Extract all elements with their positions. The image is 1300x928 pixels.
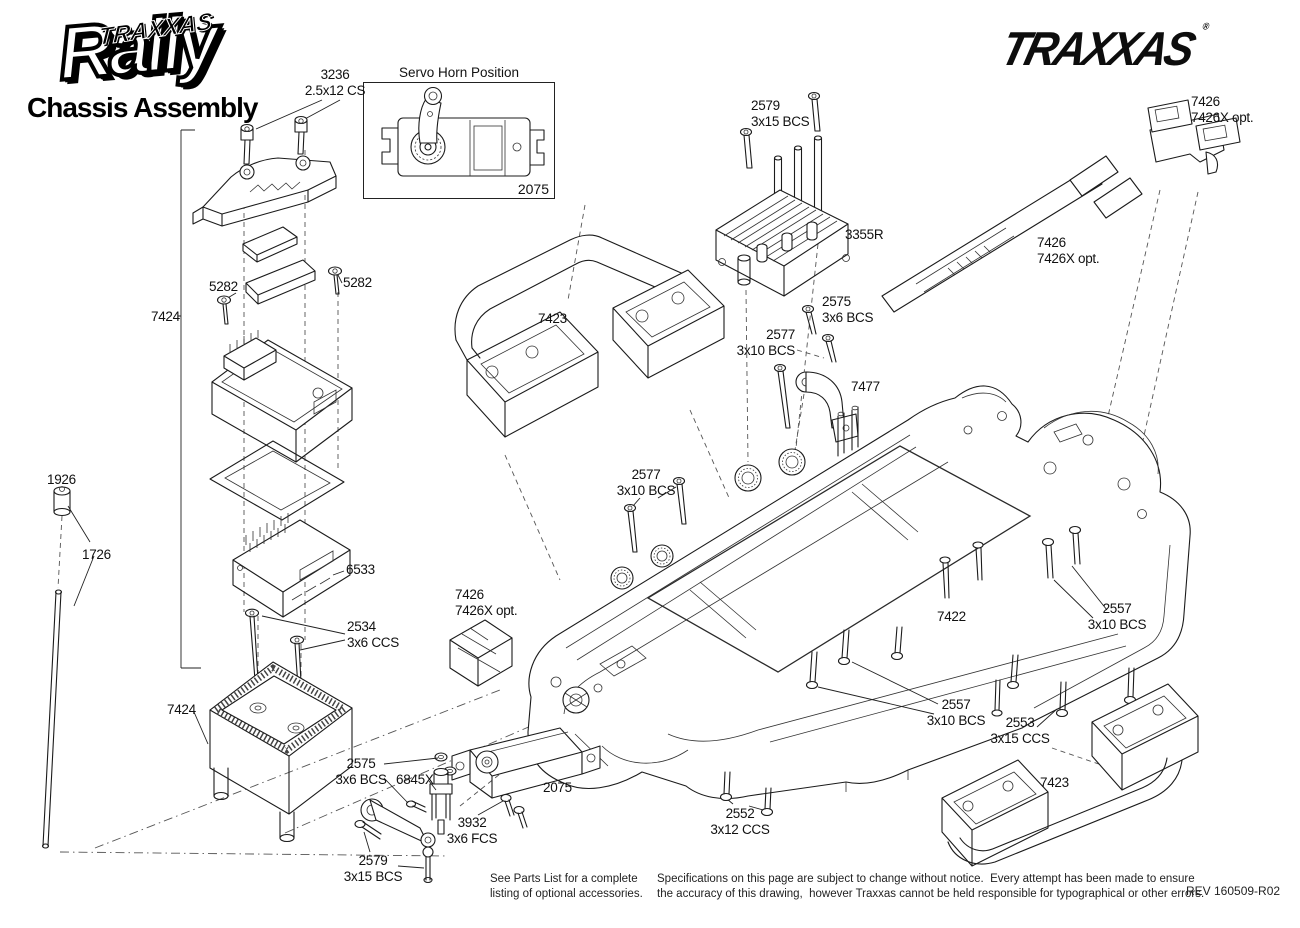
seal-ring: [209, 440, 345, 521]
clamp-7477: [795, 371, 859, 443]
parts-list-note: See Parts List for a complete listing of…: [490, 873, 643, 900]
screws-2579-top: [739, 91, 821, 169]
esc-3355r: [715, 135, 850, 297]
servo-horn-inset: Servo Horn Position 2075: [363, 66, 555, 199]
screws-2557-2553-2552: [719, 525, 1137, 817]
battery-strap-bottom: [941, 683, 1199, 867]
bracket-7424: [178, 129, 201, 669]
battery-strap-top: [454, 234, 725, 438]
revision-number: REV 160509-R02: [1186, 884, 1281, 898]
screws-5282: [216, 266, 343, 325]
inset-servo: [381, 86, 545, 177]
disclaimer: Specifications on this page are subject …: [657, 873, 1205, 900]
receiver-box-base: [193, 661, 353, 843]
esc-cover: [211, 330, 353, 463]
page-title: Chassis Assembly: [27, 92, 258, 123]
antenna: [41, 486, 95, 849]
traxxas-logo: TRAXXAS ®: [995, 21, 1211, 76]
brace-mount-7426: [1147, 99, 1241, 175]
servo-mount-plate: [192, 155, 337, 227]
traxxas-logo-text: TRAXXAS: [995, 22, 1198, 76]
mount-7426-mid: [449, 619, 513, 687]
screws-3236: [240, 99, 341, 165]
chassis-7422: [527, 385, 1191, 800]
rally-logo: Rally TRAXXAS Chassis Assembly: [0, 0, 340, 140]
foam-pads: [242, 226, 316, 305]
chassis-brace-7426: [881, 155, 1143, 313]
screws-2575-2577: [773, 304, 837, 429]
receiver-6533: [232, 513, 351, 618]
screws-2577-left: [623, 476, 687, 553]
inset-part-number: 2075: [517, 181, 549, 197]
servo-assembly: [354, 727, 609, 884]
inset-title: Servo Horn Position: [398, 65, 520, 80]
